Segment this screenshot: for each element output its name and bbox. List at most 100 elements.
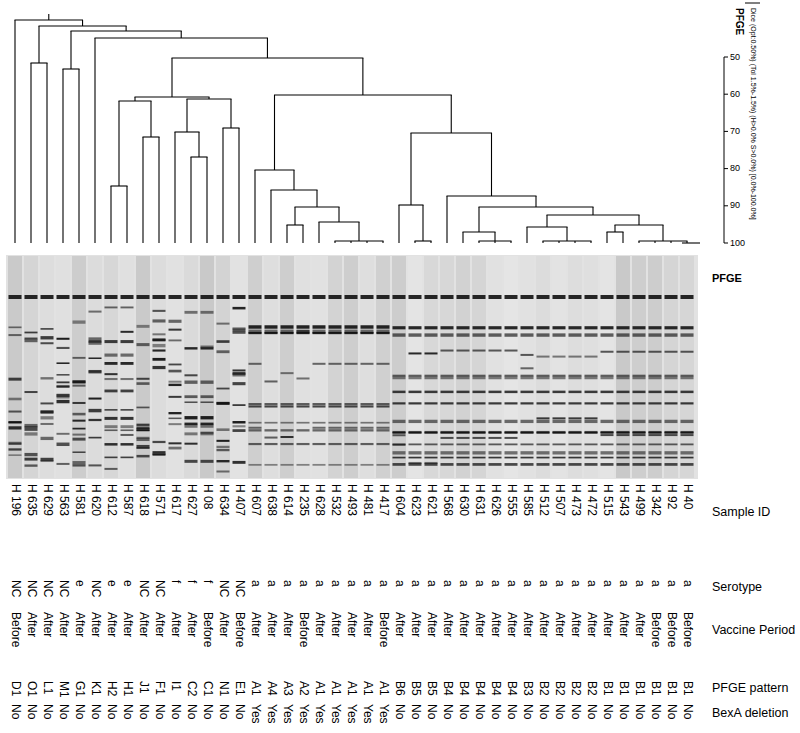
gel-band [473,375,486,377]
bexa-deletion-value: No [553,704,566,719]
dendrogram-root [48,14,49,20]
gel-band [649,463,662,466]
gel-band [249,464,262,466]
pfge-pattern-value: C1 [201,681,214,696]
bexa-deletion-value: No [137,704,150,719]
bexa-deletion-value: No [201,704,214,719]
gel-band [41,458,54,461]
gel-band [617,295,630,299]
gel-band [441,402,454,404]
gel-band [313,443,326,445]
sample-id: H 621 [425,484,438,516]
gel-band [73,381,86,384]
gel-band [505,457,518,459]
sample-id: H 543 [617,484,630,516]
gel-band [649,351,662,353]
gel-band [601,457,614,459]
gel-lane [360,256,374,478]
gel-band [57,394,70,396]
gel-band [425,376,438,379]
gel-band [153,453,166,455]
gel-band [313,403,326,405]
gel-band [233,307,246,310]
gel-band [41,410,54,413]
serotype-value: a [585,580,598,587]
gel-band [537,432,550,434]
pfge-pattern-value: B3 [521,681,534,696]
gel-band [89,437,102,439]
scale-value: 100 [730,237,745,250]
sample-id: H 08 [201,484,214,509]
dendrogram-branch [174,132,175,243]
gel-band [457,463,470,466]
gel-band [217,402,230,404]
gel-band [569,443,582,445]
vaccine-period-value: After [441,612,454,637]
gel-band [409,295,422,299]
pfge-pattern-value: J1 [137,681,150,694]
dendrogram-branch [14,20,15,243]
dendrogram-branch [270,190,271,243]
gel-band [569,333,582,336]
gel-band [441,451,454,454]
dendrogram-branch [230,99,231,128]
gel-band [425,462,438,464]
gel-band [297,332,310,334]
gel-band [345,332,358,334]
serotype-value: a [329,580,342,587]
gel-band [585,417,598,419]
gel-band [9,421,22,423]
serotype-value: a [457,580,470,587]
gel-lane [584,256,598,478]
scale-value: 60 [730,88,740,101]
gel-band [601,326,614,329]
gel-band [377,363,390,365]
gel-band [441,350,454,352]
gel-band [169,384,182,386]
gel-band [553,463,566,466]
gel-band [521,451,534,454]
pfge-pattern-value: B5 [425,681,438,696]
gel-band [361,332,374,334]
gel-band [233,332,246,334]
gel-band [201,395,214,398]
gel-band [41,295,54,299]
serotype-value: a [473,580,486,587]
gel-band [345,363,358,365]
gel-band [425,443,438,445]
gel-band [585,431,598,433]
gel-lane [440,256,454,478]
gel-band [297,443,310,445]
serotype-value: a [649,580,662,587]
gel-band [217,388,230,390]
gel-band [521,333,534,336]
gel-band [89,370,102,373]
serotype-value: a [345,580,358,587]
serotype-value: a [617,580,630,587]
dendrogram-branch [198,132,199,157]
bexa-deletion-value: Yes [345,704,358,724]
vaccine-period-value: After [553,612,566,637]
dendrogram-branch [338,207,339,222]
gel-band [361,295,374,299]
gel-band [105,295,118,299]
gel-band [569,375,582,377]
gel-band [265,429,278,431]
dendrogram-branch [267,38,268,58]
gel-band [537,326,550,329]
gel-band [633,402,646,404]
gel-band [617,333,630,336]
vaccine-period-value: After [457,612,470,637]
gel-band [73,413,86,416]
scale-value: 70 [730,125,740,138]
gel-band [441,333,454,336]
gel-lane [408,256,422,478]
dendrogram-branch [451,95,452,133]
gel-band [265,332,278,334]
gel-band [393,402,406,404]
gel-band [25,391,38,393]
gel-band [281,436,294,438]
gel-band [329,332,342,334]
gel-band [233,382,246,385]
vaccine-period-value: After [569,612,582,637]
